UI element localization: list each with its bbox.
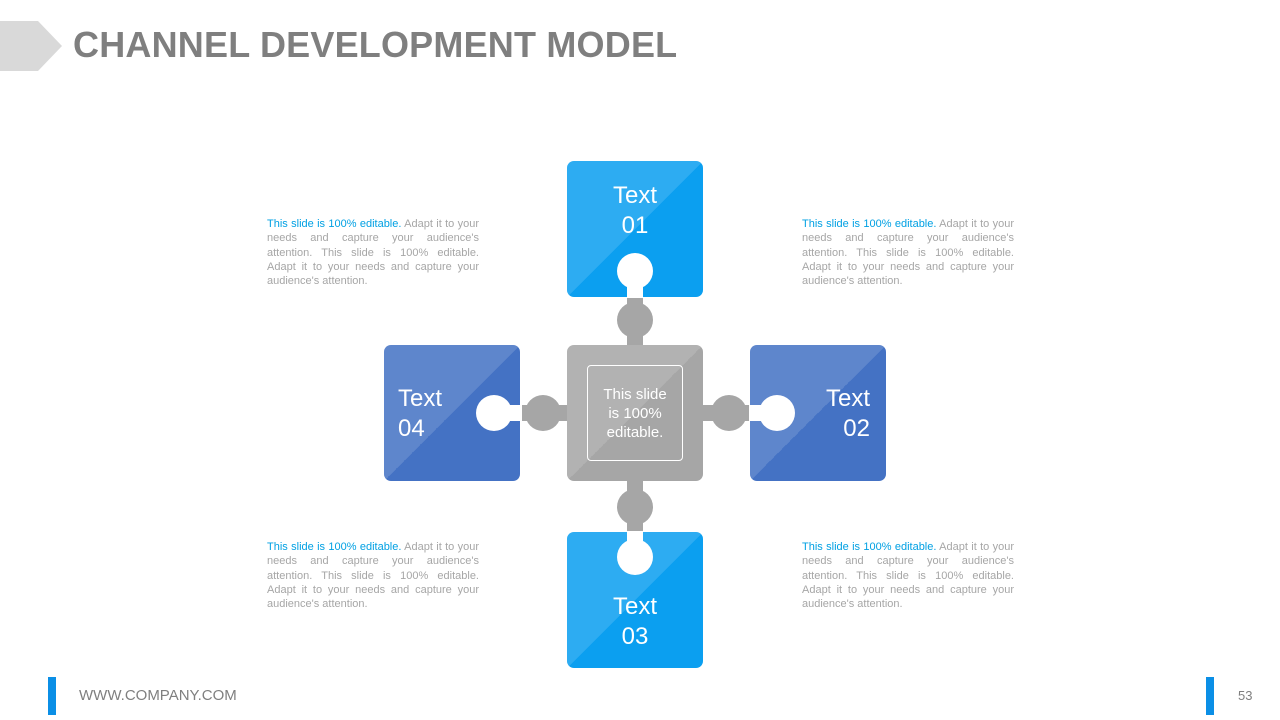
puzzle-piece-02 [749,345,886,481]
description-top-right: This slide is 100% editable. Adapt it to… [802,217,1014,288]
description-body: Adapt it to your needs and capture your … [802,218,1015,288]
footer-url: WWW.COMPANY.COM [79,687,237,704]
center-text: This slide is 100% editable. [603,385,667,441]
connector-right [700,395,756,431]
piece-label-03: Text 03 [567,592,703,652]
connector-left [515,395,571,431]
puzzle-piece-03 [567,531,703,668]
description-body: Adapt it to your needs and capture your … [267,541,480,611]
description-bottom-right: This slide is 100% editable. Adapt it to… [802,540,1014,611]
page-number: 53 [1238,688,1253,703]
center-text-box: This slide is 100% editable. [587,365,683,461]
piece-label-02: Text 02 [800,384,870,444]
description-top-left: This slide is 100% editable. Adapt it to… [267,217,479,288]
piece-01-number: 01 [621,212,649,239]
piece-label-04: Text 04 [398,384,468,444]
piece-04-number: 04 [398,415,425,442]
page-title: CHANNEL DEVELOPMENT MODEL [73,24,678,65]
piece-03-number: 03 [621,623,649,650]
footer-accent-bar-right [1206,677,1214,715]
puzzle-piece-04 [384,345,522,481]
piece-02-word: Text [825,385,870,412]
description-bottom-left: This slide is 100% editable. Adapt it to… [267,540,479,611]
piece-03-word: Text [612,593,657,620]
description-highlight: This slide is 100% editable. [802,218,937,230]
description-body: Adapt it to your needs and capture your … [802,541,1015,611]
footer-accent-bar-left [48,677,56,715]
description-body: Adapt it to your needs and capture your … [267,218,480,288]
puzzle-piece-01 [567,161,703,298]
description-highlight: This slide is 100% editable. [267,218,402,230]
piece-04-word: Text [398,385,443,412]
connector-top [617,292,653,350]
center-piece [567,345,703,481]
connector-bottom [617,478,653,536]
description-highlight: This slide is 100% editable. [802,541,937,553]
piece-label-01: Text 01 [567,181,703,241]
piece-02-number: 02 [843,415,870,442]
description-highlight: This slide is 100% editable. [267,541,402,553]
piece-01-word: Text [612,182,657,209]
